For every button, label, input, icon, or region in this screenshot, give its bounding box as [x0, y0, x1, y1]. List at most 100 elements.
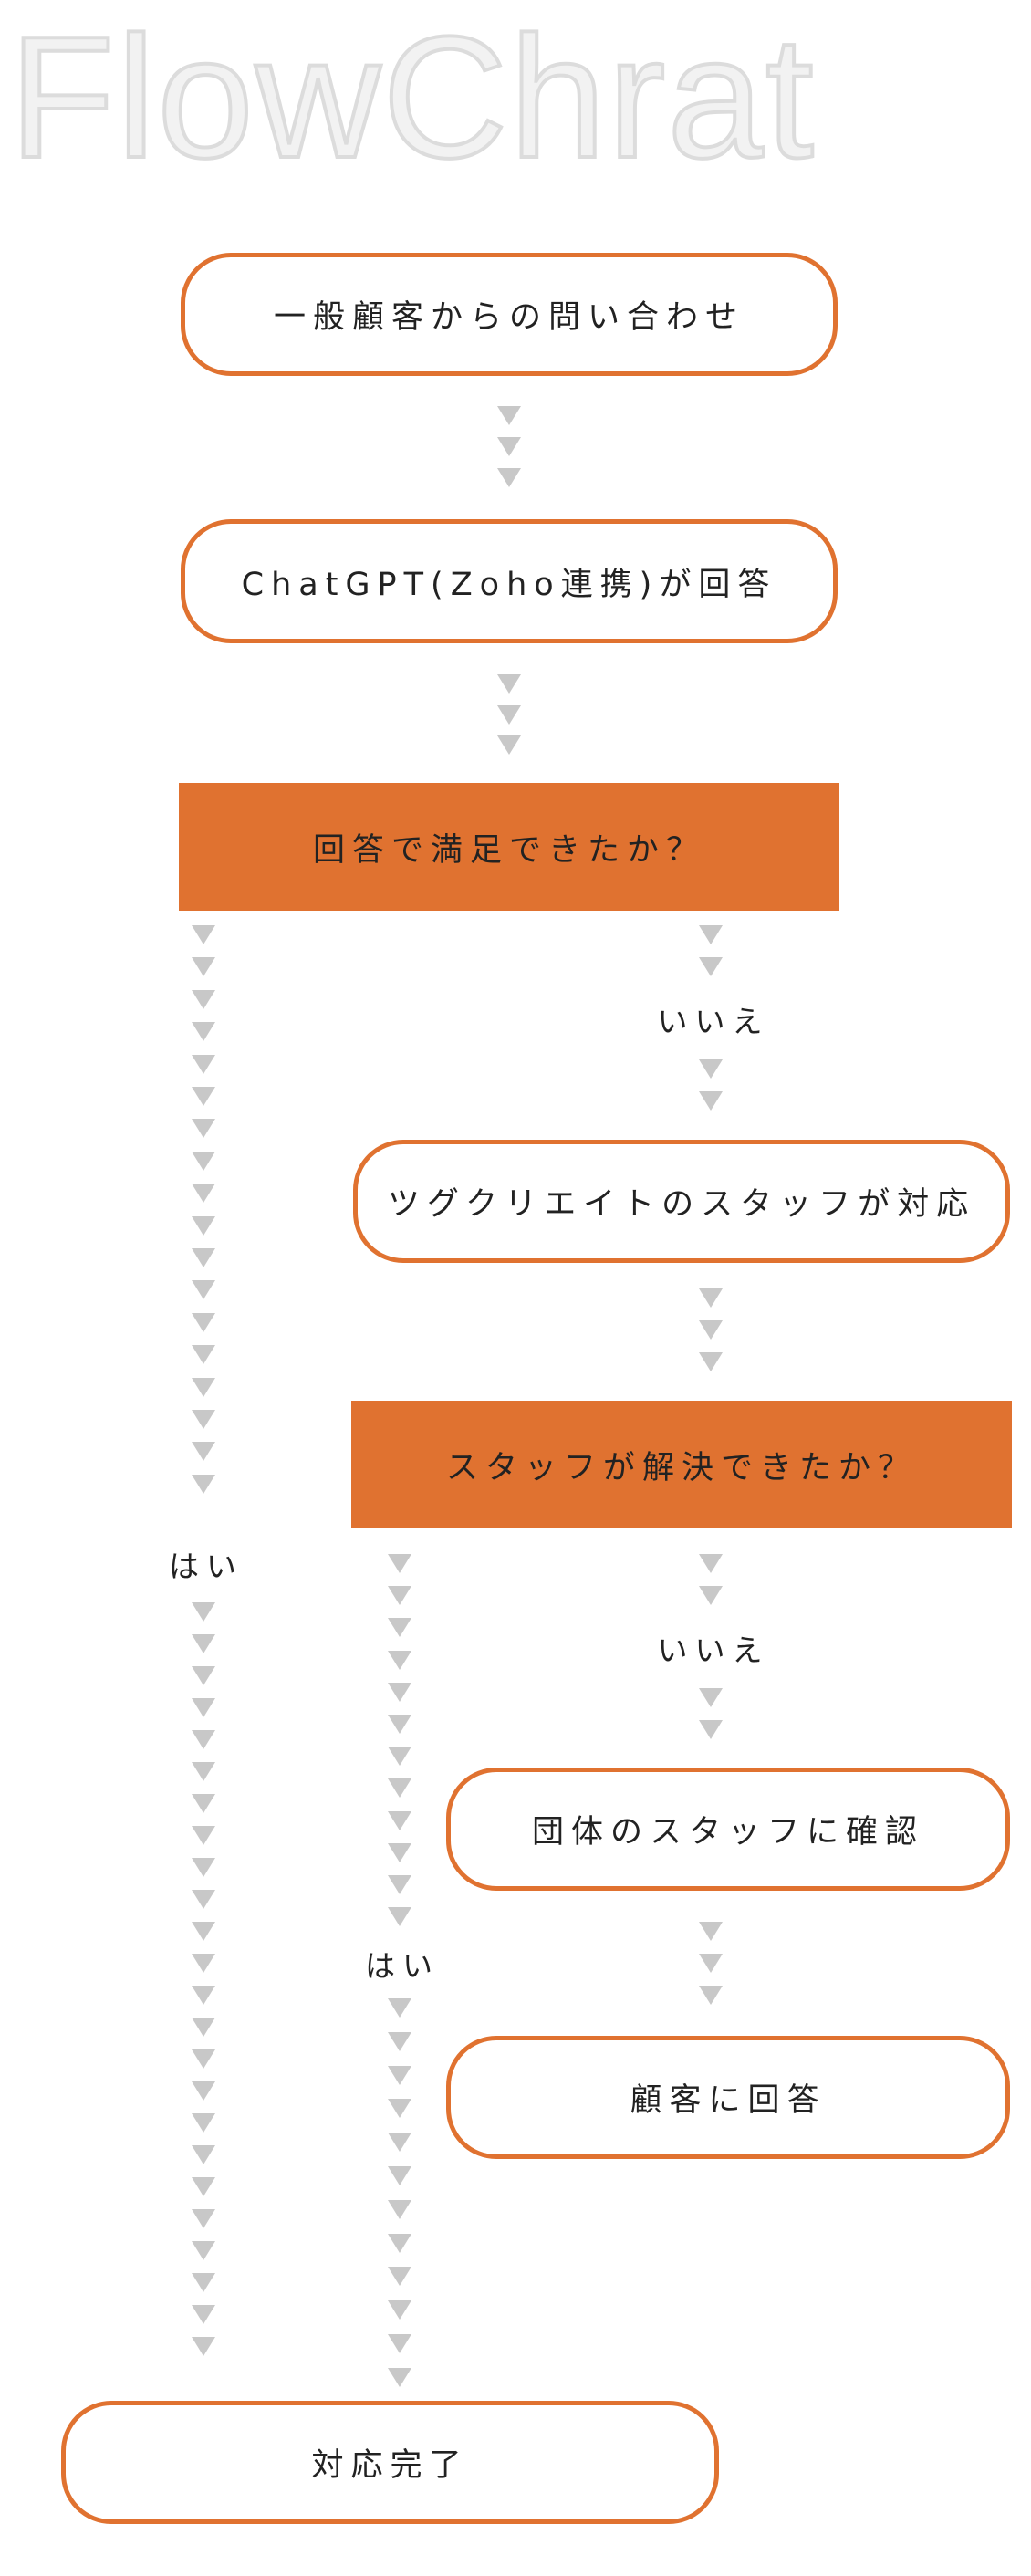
arrow-down-icon [388, 2267, 411, 2286]
node-chatgpt: ChatGPT(Zoho連携)が回答 [181, 519, 838, 643]
decision-satisfied-label: 回答で満足できたか？ [312, 831, 705, 869]
arrow-down-icon [192, 1890, 215, 1909]
arrow-down-icon [388, 2334, 411, 2353]
arrow-down-icon [192, 1216, 215, 1236]
decision-staff-resolved-label: スタッフが解決できたか？ [445, 1449, 917, 1486]
arrow-down-icon [388, 2368, 411, 2387]
decision-satisfied: 回答で満足できたか？ [179, 783, 839, 911]
arrow-down-icon [192, 1152, 215, 1171]
node-done: 対応完了 [61, 2401, 719, 2524]
arrow-down-icon [192, 1087, 215, 1106]
arrow-down-icon [192, 1602, 215, 1622]
arrow-down-icon [192, 1410, 215, 1429]
arrow-down-icon [192, 1954, 215, 1973]
arrow-down-icon [192, 957, 215, 976]
node-staff-label: ツグクリエイトのスタッフが対応 [387, 1186, 976, 1223]
arrow-down-icon [699, 925, 723, 944]
arrow-down-icon [699, 1986, 723, 2005]
arrow-down-icon [388, 2166, 411, 2185]
arrow-down-icon [388, 1998, 411, 2018]
arrow-down-icon [388, 2300, 411, 2320]
arrow-down-icon [388, 1843, 411, 1862]
arrow-down-icon [192, 1378, 215, 1397]
arrow-down-icon [192, 1184, 215, 1203]
arrow-down-icon [192, 2337, 215, 2356]
node-done-label: 対応完了 [311, 2447, 469, 2484]
arrow-down-icon [497, 437, 521, 456]
arrow-down-icon [388, 1907, 411, 1926]
arrow-down-icon [192, 1826, 215, 1845]
arrow-down-icon [192, 1666, 215, 1685]
arrow-down-icon [699, 1922, 723, 1941]
arrow-down-icon [192, 1345, 215, 1364]
arrow-down-icon [388, 1778, 411, 1798]
node-inquiry: 一般顧客からの問い合わせ [181, 253, 838, 376]
arrow-down-icon [192, 2273, 215, 2292]
arrow-down-icon [388, 1747, 411, 1766]
arrow-down-icon [192, 1022, 215, 1041]
arrow-down-icon [388, 2234, 411, 2253]
arrow-down-icon [699, 1954, 723, 1973]
node-inquiry-label: 一般顧客からの問い合わせ [273, 299, 745, 336]
arrow-down-icon [388, 1586, 411, 1605]
arrow-down-icon [192, 1698, 215, 1717]
arrow-down-icon [388, 2066, 411, 2085]
label-no-2: いいえ [657, 1632, 770, 1668]
arrow-down-icon [699, 1720, 723, 1739]
arrow-down-icon [192, 2145, 215, 2164]
arrow-down-icon [497, 735, 521, 755]
arrow-down-icon [388, 1554, 411, 1573]
arrow-down-icon [699, 1091, 723, 1111]
arrow-down-icon [388, 1651, 411, 1670]
arrow-down-icon [192, 2305, 215, 2324]
arrow-down-icon [192, 1762, 215, 1781]
node-reply-label: 顧客に回答 [630, 2082, 827, 2119]
node-chatgpt-label: ChatGPT(Zoho連携)が回答 [241, 566, 777, 603]
arrow-down-icon [192, 990, 215, 1009]
node-staff: ツグクリエイトのスタッフが対応 [353, 1140, 1010, 1263]
arrow-down-icon [388, 2133, 411, 2152]
decision-staff-resolved: スタッフが解決できたか？ [351, 1401, 1012, 1528]
arrow-down-icon [192, 1730, 215, 1749]
flowchart-title: FlowChrat [7, 1, 816, 194]
arrow-down-icon [192, 2177, 215, 2196]
arrow-down-icon [699, 1586, 723, 1605]
arrow-down-icon [192, 1119, 215, 1138]
label-yes-1: はい [169, 1549, 244, 1584]
arrow-down-icon [497, 406, 521, 425]
node-reply: 顧客に回答 [446, 2036, 1010, 2159]
arrow-down-icon [192, 1442, 215, 1461]
arrow-down-icon [388, 1811, 411, 1830]
arrow-down-icon [192, 1634, 215, 1653]
arrow-down-icon [388, 2032, 411, 2051]
arrow-down-icon [192, 1313, 215, 1332]
arrow-down-icon [699, 1059, 723, 1079]
arrow-down-icon [699, 1554, 723, 1573]
arrow-down-icon [192, 2209, 215, 2228]
arrow-down-icon [192, 2241, 215, 2260]
arrow-down-icon [699, 1320, 723, 1340]
arrow-down-icon [192, 1922, 215, 1941]
label-yes-2: はい [365, 1948, 440, 1984]
arrow-down-icon [192, 925, 215, 944]
arrow-down-icon [192, 2018, 215, 2037]
arrow-down-icon [192, 2113, 215, 2133]
arrow-down-icon [192, 1248, 215, 1267]
arrow-down-icon [699, 1688, 723, 1707]
arrow-down-icon [192, 2081, 215, 2101]
arrow-down-icon [192, 1475, 215, 1494]
arrow-down-icon [699, 1352, 723, 1371]
arrow-down-icon [497, 468, 521, 487]
arrow-down-icon [388, 1715, 411, 1734]
arrow-down-icon [388, 1875, 411, 1894]
arrow-down-icon [699, 957, 723, 976]
arrow-down-icon [192, 2049, 215, 2069]
arrow-down-icon [192, 1280, 215, 1299]
arrow-down-icon [497, 705, 521, 725]
arrow-down-icon [388, 2200, 411, 2219]
arrow-down-icon [192, 1055, 215, 1074]
arrow-down-icon [699, 1288, 723, 1308]
label-no-1: いいえ [657, 1004, 770, 1039]
arrow-down-icon [497, 674, 521, 694]
node-org-staff-label: 団体のスタッフに確認 [531, 1814, 924, 1851]
